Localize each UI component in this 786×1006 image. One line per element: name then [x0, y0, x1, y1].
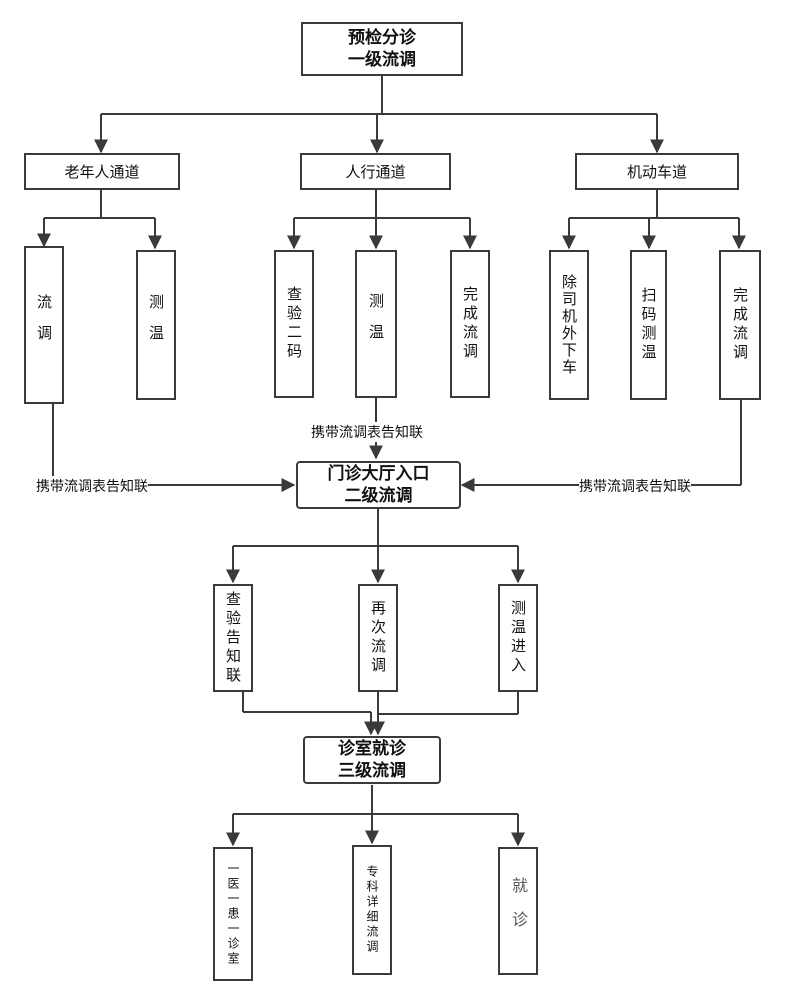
- hall-again-box: 再次流调: [358, 584, 398, 692]
- triage-level1-box: 预检分诊 一级流调: [301, 22, 463, 76]
- triage-subtitle: 一级流调: [348, 50, 416, 70]
- pedestrian-check-code-box: 查验二码: [274, 250, 314, 398]
- hall-check-label: 查验告知联: [224, 590, 242, 686]
- motor-complete-box: 完成流调: [719, 250, 761, 400]
- pedestrian-check-code-label: 查验二码: [285, 286, 303, 362]
- triage-title: 预检分诊: [348, 28, 416, 48]
- elderly-temp-label: 测温: [147, 294, 165, 356]
- room-one-to-one-label: 一医一患一诊室: [226, 861, 240, 967]
- hall-enter-label: 测温进入: [509, 600, 527, 676]
- notice-label-center: 携带流调表告知联: [311, 422, 423, 442]
- motor-channel-box: 机动车道: [575, 153, 739, 190]
- hall-title: 门诊大厅入口: [327, 464, 430, 484]
- room-title: 诊室就诊: [338, 739, 406, 759]
- pedestrian-complete-box: 完成流调: [450, 250, 490, 398]
- room-detail-box: 专科详细流调: [352, 845, 392, 975]
- elderly-channel-box: 老年人通道: [24, 153, 180, 190]
- motor-get-off-box: 除司机外下车: [549, 250, 589, 400]
- hall-subtitle: 二级流调: [344, 486, 413, 506]
- motor-complete-label: 完成流调: [731, 287, 749, 363]
- notice-label-right: 携带流调表告知联: [579, 476, 691, 496]
- pedestrian-complete-label: 完成流调: [461, 286, 479, 362]
- hall-enter-box: 测温进入: [498, 584, 538, 692]
- hall-again-label: 再次流调: [369, 600, 387, 676]
- room-detail-label: 专科详细流调: [365, 865, 379, 955]
- pedestrian-temp-label: 测温: [367, 293, 385, 355]
- room-visit-label: 就诊: [509, 877, 528, 945]
- pedestrian-channel-label: 人行通道: [345, 163, 406, 181]
- room-level3-box: 诊室就诊 三级流调: [303, 736, 441, 784]
- pedestrian-temp-box: 测温: [355, 250, 397, 398]
- hall-level2-box: 门诊大厅入口 二级流调: [296, 461, 461, 509]
- motor-channel-label: 机动车道: [626, 163, 687, 181]
- motor-get-off-label: 除司机外下车: [560, 274, 578, 376]
- elderly-temp-box: 测温: [136, 250, 176, 400]
- elderly-survey-label: 流调: [35, 294, 53, 356]
- pedestrian-channel-box: 人行通道: [300, 153, 451, 190]
- notice-label-left: 携带流调表告知联: [36, 476, 148, 496]
- hall-check-box: 查验告知联: [213, 584, 253, 692]
- elderly-channel-label: 老年人通道: [64, 163, 140, 181]
- room-subtitle: 三级流调: [338, 761, 406, 781]
- room-visit-box: 就诊: [498, 847, 538, 975]
- elderly-survey-box: 流调: [24, 246, 64, 404]
- motor-scan-box: 扫码测温: [630, 250, 667, 400]
- room-one-to-one-box: 一医一患一诊室: [213, 847, 253, 981]
- motor-scan-label: 扫码测温: [639, 287, 658, 363]
